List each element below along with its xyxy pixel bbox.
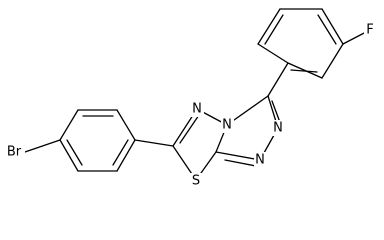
fluorophenyl-ring xyxy=(257,8,344,79)
double-bond xyxy=(264,14,284,45)
thiadiazole-ring xyxy=(172,108,228,181)
bond xyxy=(257,8,281,45)
bond-f xyxy=(342,30,369,45)
bond xyxy=(321,43,344,79)
bromine-atom-label: Br xyxy=(7,145,22,160)
bond xyxy=(215,151,261,161)
bromophenyl-ring xyxy=(59,109,136,172)
bond-aryl-link xyxy=(134,139,174,147)
bond xyxy=(257,43,289,64)
bond xyxy=(59,139,79,172)
bond xyxy=(321,8,344,45)
sulfur-atom-label: S xyxy=(192,174,200,189)
bond-aryl-link xyxy=(267,62,289,97)
bridgehead-nitrogen-label: N xyxy=(222,118,232,133)
bond xyxy=(116,139,136,172)
thiadiazole-nitrogen-label: N xyxy=(192,102,202,117)
double-bond xyxy=(66,139,83,166)
fluorine-atom-label: F xyxy=(366,23,373,38)
double-bond xyxy=(112,139,129,166)
triazole-nitrogen-lower-label: N xyxy=(255,153,265,168)
double-bond xyxy=(317,14,337,45)
bond-br xyxy=(21,139,61,154)
bond xyxy=(116,109,136,141)
double-bond xyxy=(224,159,257,167)
bond xyxy=(59,109,79,141)
double-bond xyxy=(290,69,318,73)
double-bond xyxy=(179,114,200,144)
chemical-structure: Br F S N N N N xyxy=(6,8,374,189)
triazole-nitrogen-upper-label: N xyxy=(273,121,283,136)
